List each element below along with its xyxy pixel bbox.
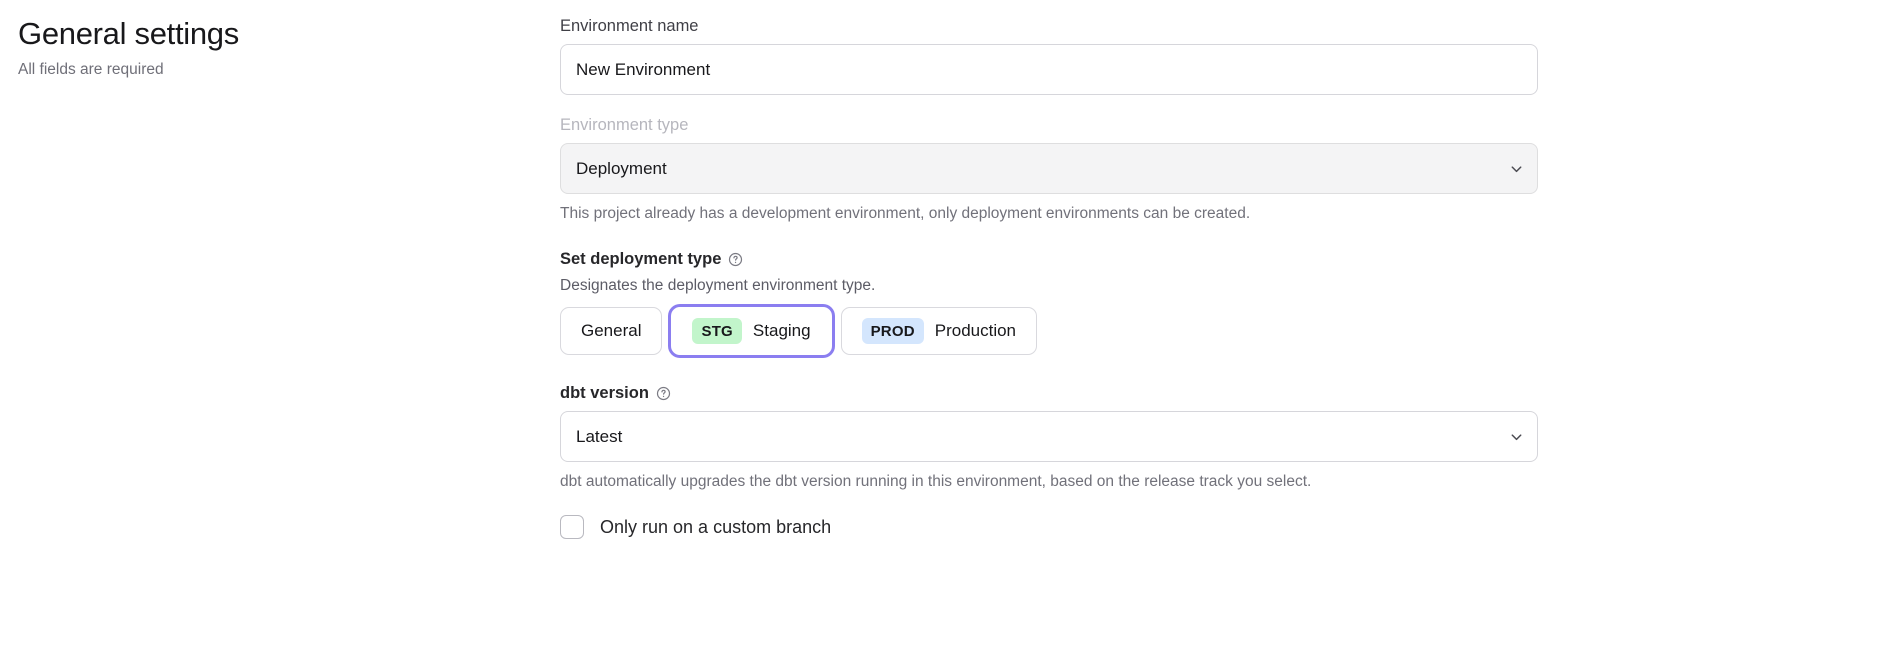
dbt-version-helper: dbt automatically upgrades the dbt versi… — [560, 473, 1312, 490]
deployment-type-option-staging-label: Staging — [752, 321, 811, 340]
custom-branch-row[interactable]: Only run on a custom branch — [560, 515, 1538, 539]
settings-section-header: General settings All fields are required — [18, 14, 488, 81]
environment-type-select[interactable]: Deployment — [560, 143, 1538, 194]
environment-type-helper: This project already has a development e… — [560, 205, 1251, 222]
environment-name-label: Environment name — [560, 17, 699, 35]
dbt-version-select[interactable]: Latest — [560, 411, 1538, 462]
deployment-type-option-staging[interactable]: STG Staging — [671, 307, 832, 355]
production-badge: PROD — [861, 318, 924, 344]
page-subtitle: All fields are required — [18, 61, 164, 78]
environment-type-label: Environment type — [560, 116, 689, 134]
question-circle-icon[interactable] — [728, 252, 743, 267]
staging-badge: STG — [692, 318, 742, 344]
deployment-type-option-general[interactable]: General — [560, 307, 663, 355]
dbt-version-label: dbt version — [560, 384, 649, 402]
dbt-version-field: dbt version Latest dbt automatically upg… — [560, 381, 1538, 493]
deployment-type-option-production[interactable]: PROD Production — [840, 307, 1038, 355]
custom-branch-checkbox[interactable] — [560, 515, 584, 539]
deployment-type-label-row: Set deployment type — [560, 247, 1538, 271]
environment-name-field: Environment name — [560, 14, 1538, 95]
environment-type-field: Environment type Deployment This project… — [560, 113, 1538, 225]
deployment-type-field: Set deployment type Designates the deplo… — [560, 247, 1538, 355]
settings-form: Environment name Environment type Deploy… — [560, 14, 1538, 539]
deployment-type-label: Set deployment type — [560, 250, 722, 268]
page-title: General settings — [18, 16, 239, 51]
deployment-type-description: Designates the deployment environment ty… — [560, 277, 876, 294]
custom-branch-label: Only run on a custom branch — [600, 516, 832, 537]
environment-name-input[interactable] — [560, 44, 1538, 95]
environment-type-value: Deployment — [560, 143, 1538, 194]
deployment-type-segmented-control: General STG Staging PROD Production — [560, 307, 1538, 355]
deployment-type-option-production-label: Production — [934, 321, 1017, 340]
question-circle-icon[interactable] — [656, 386, 671, 401]
deployment-type-option-general-label: General — [581, 321, 642, 340]
dbt-version-value: Latest — [560, 411, 1538, 462]
dbt-version-label-row: dbt version — [560, 381, 1538, 405]
